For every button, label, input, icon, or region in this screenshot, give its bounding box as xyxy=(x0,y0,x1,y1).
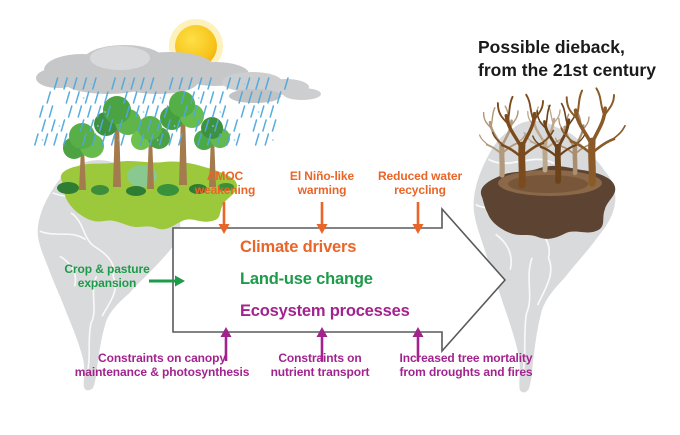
arrow-text-ecosystem-processes: Ecosystem processes xyxy=(240,302,410,320)
label-reduced-water-recycling: Reduced water recycling xyxy=(377,169,463,197)
page-title: Possible dieback, from the 21st century xyxy=(478,36,678,81)
label-crop-pasture-expansion: Crop & pasture expansion xyxy=(64,262,150,290)
up-arrow-icon xyxy=(412,327,424,361)
up-arrow-icon xyxy=(316,327,328,361)
down-arrow-icon xyxy=(316,202,328,234)
up-arrow-icon xyxy=(220,327,232,361)
arrow-text-climate-drivers: Climate drivers xyxy=(240,238,357,256)
rain-clouds-icon xyxy=(36,45,321,103)
title-line-2: from the 21st century xyxy=(478,59,656,80)
ecosystem-process-arrows xyxy=(220,327,424,361)
process-arrow-shape xyxy=(172,206,507,354)
title-line-1: Possible dieback, xyxy=(478,37,625,57)
climate-driver-arrows xyxy=(218,202,424,234)
down-arrow-icon xyxy=(412,202,424,234)
label-increased-tree-mortality: Increased tree mortality from droughts a… xyxy=(399,351,533,379)
label-constraints-canopy: Constraints on canopy maintenance & phot… xyxy=(74,351,250,379)
label-constraints-nutrient: Constraints on nutrient transport xyxy=(270,351,370,379)
down-arrow-icon xyxy=(218,202,230,234)
arrow-text-land-use-change: Land-use change xyxy=(240,270,373,288)
label-amoc-weakening: AMOC weakening xyxy=(194,169,256,197)
rain-streaks xyxy=(34,77,289,146)
right-arrow-icon xyxy=(149,275,185,287)
bushes xyxy=(57,182,234,196)
label-el-nino-warming: El Niño-like warming xyxy=(289,169,355,197)
land-use-arrow xyxy=(149,275,185,287)
